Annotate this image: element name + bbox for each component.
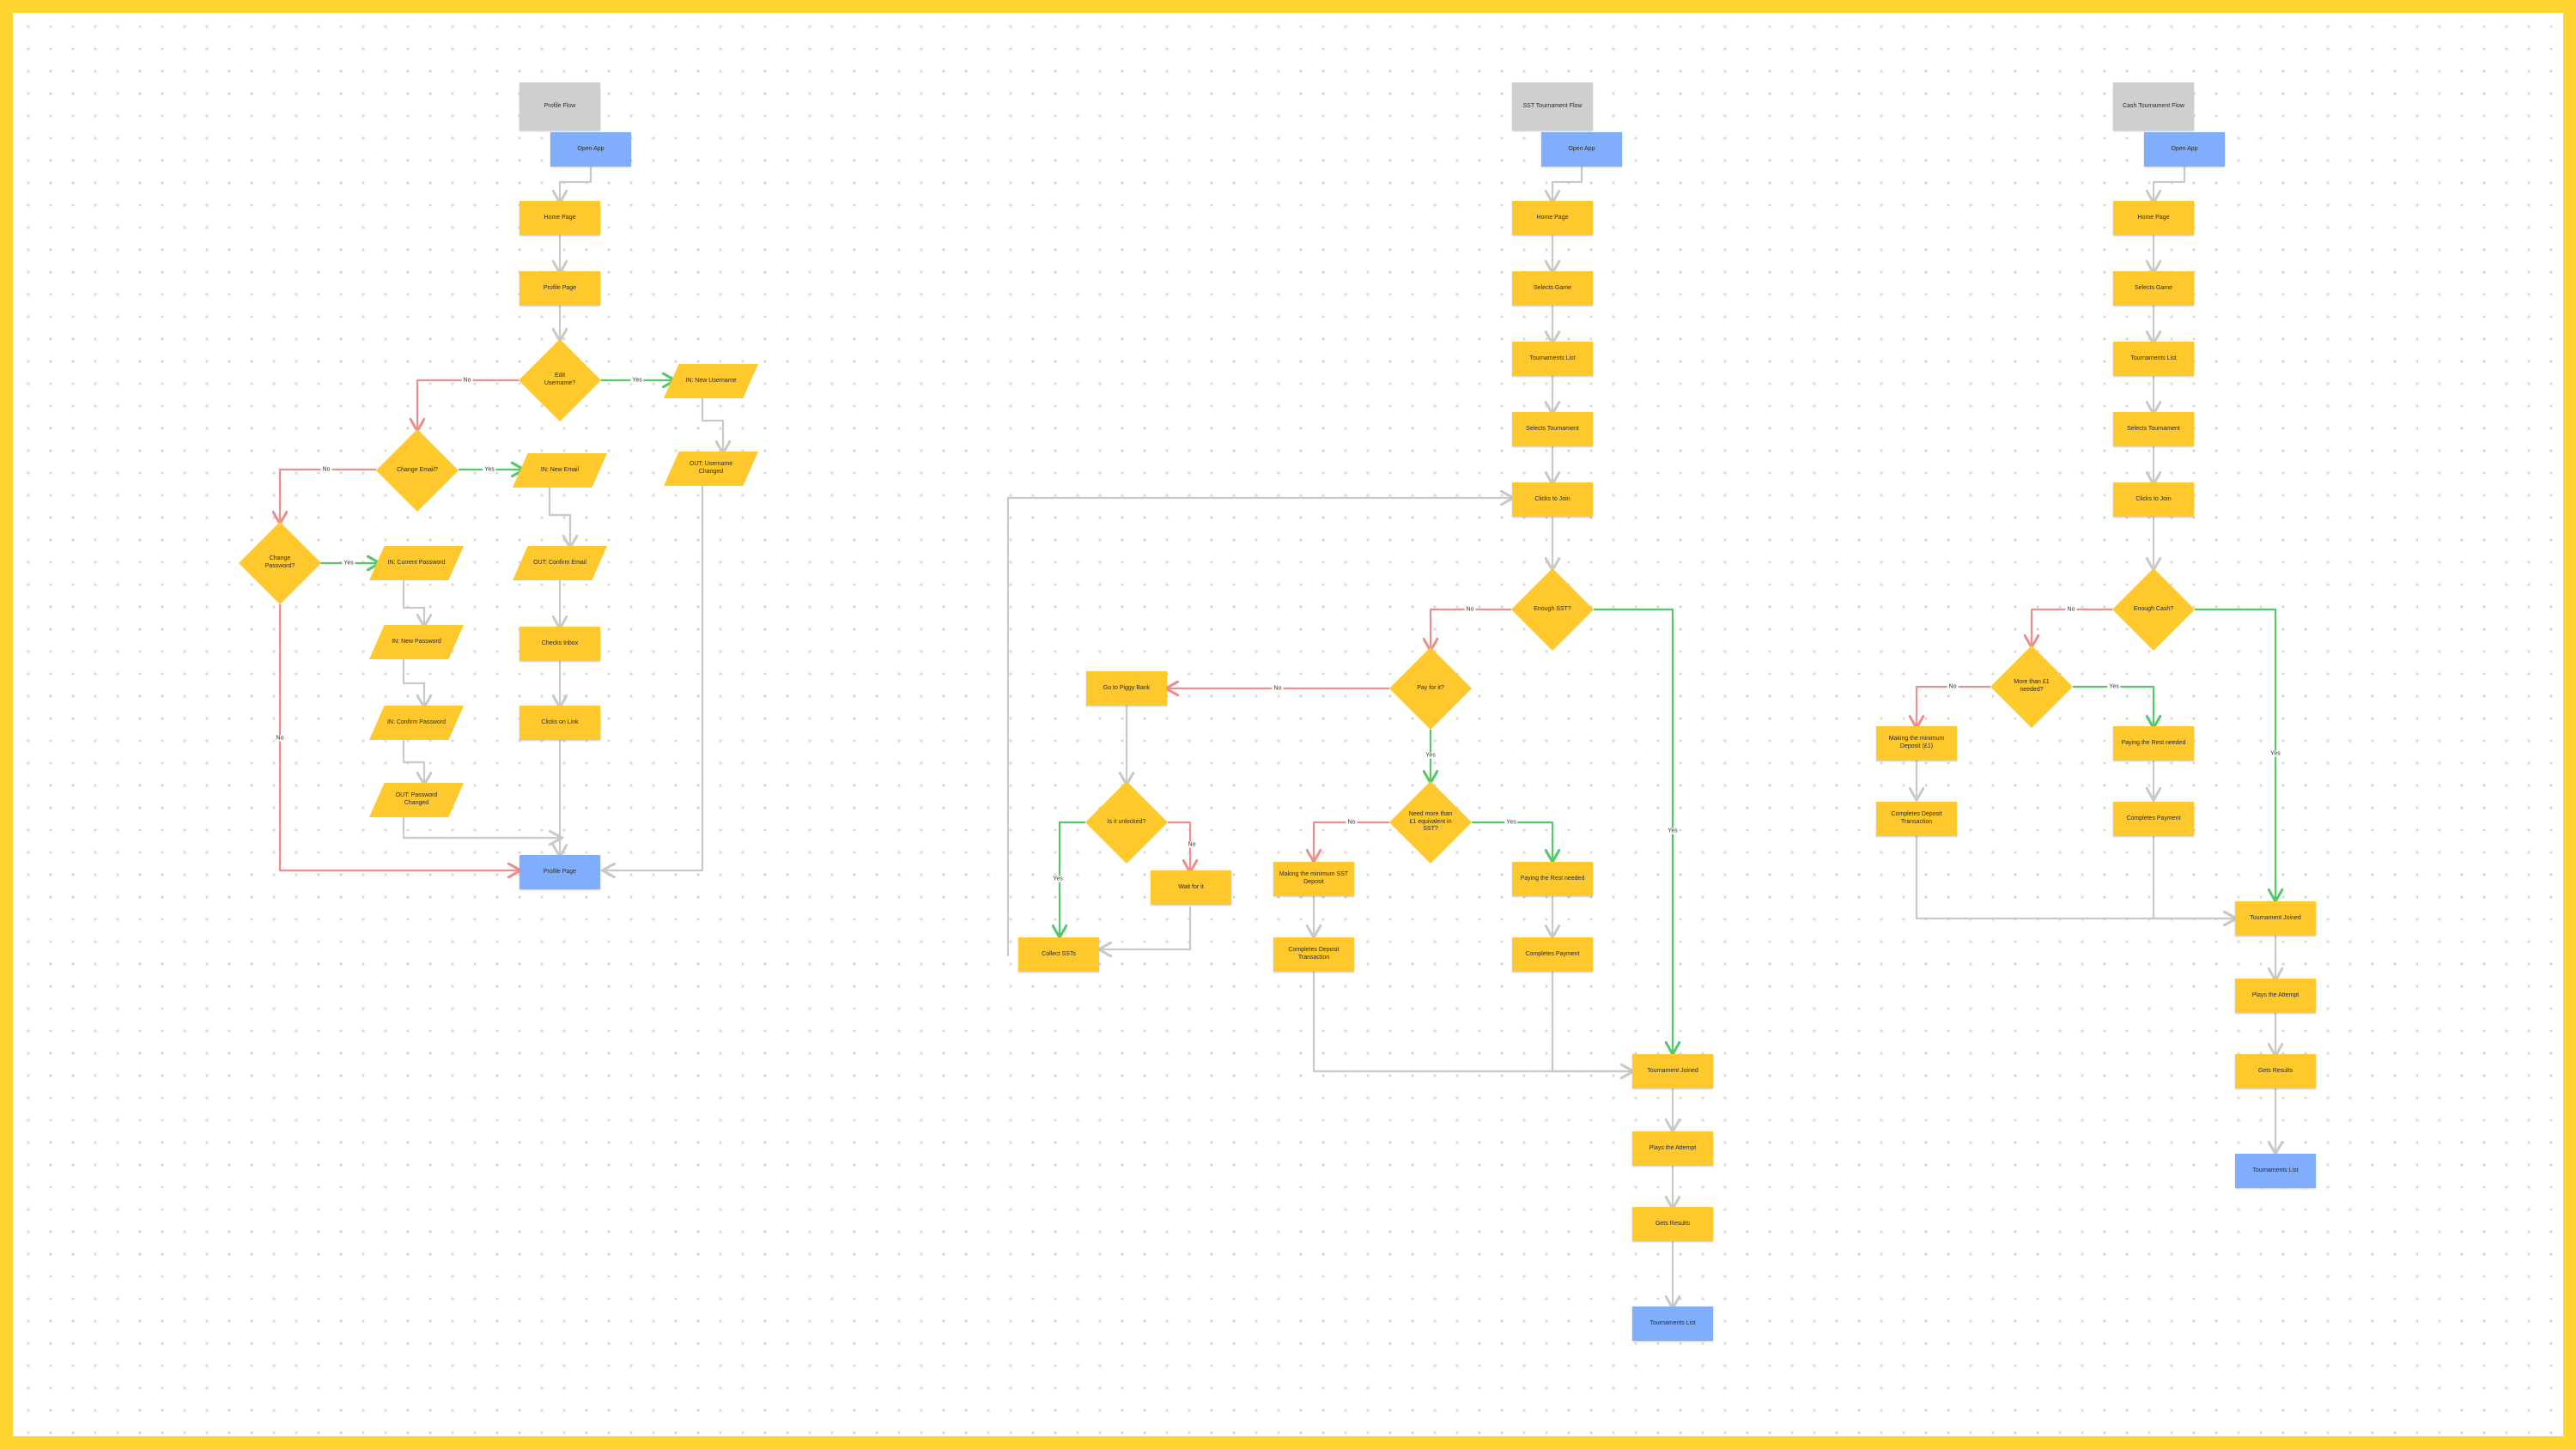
- sst-plays-attempt[interactable]: Plays the Attempt: [1632, 1131, 1713, 1166]
- cash-open-app[interactable]: Open App: [2144, 132, 2225, 167]
- edge: [1101, 906, 1192, 949]
- edge-no: [1314, 821, 1389, 860]
- sst-paying-rest[interactable]: Paying the Rest needed: [1512, 862, 1593, 896]
- label-no: No: [1186, 841, 1198, 848]
- edge: [402, 740, 424, 783]
- sst-go-to-piggy-bank[interactable]: Go to Piggy Bank: [1086, 671, 1167, 706]
- profile-page-end[interactable]: Profile Page: [519, 855, 600, 889]
- label-yes: Yes: [630, 377, 644, 384]
- sst-making-min-deposit[interactable]: Making the minimum SST Deposit: [1273, 862, 1354, 896]
- edge: [605, 486, 704, 870]
- sst-flow-title: SST Tournament Flow: [1512, 82, 1593, 130]
- sst-completes-payment[interactable]: Completes Payment: [1512, 937, 1593, 972]
- cash-selects-game[interactable]: Selects Game: [2113, 271, 2194, 306]
- profile-out-password-changed[interactable]: OUT: Password Changed: [369, 783, 464, 817]
- edge: [1552, 163, 1583, 201]
- edge: [402, 817, 560, 838]
- profile-in-current-password[interactable]: IN: Current Password: [369, 546, 464, 580]
- cash-gets-results[interactable]: Gets Results: [2235, 1054, 2316, 1088]
- label-yes: Yes: [2107, 683, 2121, 690]
- label-yes: Yes: [2269, 750, 2282, 757]
- label-yes: Yes: [342, 560, 355, 567]
- edge-yes: [2073, 685, 2154, 726]
- edge-yes: [1060, 821, 1085, 936]
- edge-no: [417, 379, 519, 429]
- sst-tournament-joined[interactable]: Tournament Joined: [1632, 1054, 1713, 1088]
- edge-yes: [1472, 821, 1552, 860]
- whiteboard-canvas: [13, 13, 2563, 1436]
- label-no: No: [1272, 685, 1284, 692]
- sst-tournaments-list-end[interactable]: Tournaments List: [1632, 1307, 1713, 1341]
- cash-tournaments-list[interactable]: Tournaments List: [2113, 342, 2194, 376]
- label-no: No: [320, 466, 332, 473]
- sst-selects-game[interactable]: Selects Game: [1512, 271, 1593, 306]
- profile-profile-page[interactable]: Profile Page: [519, 271, 600, 306]
- edge-no: [1168, 821, 1190, 870]
- edge-no: [1917, 685, 1990, 726]
- profile-in-new-email[interactable]: IN: New Email: [513, 453, 607, 488]
- edge-yes: [1594, 608, 1673, 1052]
- sst-clicks-to-join[interactable]: Clicks to Join: [1512, 482, 1593, 517]
- sst-wait-for-it[interactable]: Wait for it: [1151, 870, 1231, 905]
- label-no: No: [1947, 683, 1959, 690]
- profile-clicks-on-link[interactable]: Clicks on Link: [519, 706, 600, 740]
- label-yes: Yes: [483, 466, 496, 473]
- cash-flow-title: Cash Tournament Flow: [2113, 82, 2194, 130]
- edge: [1006, 498, 1511, 956]
- label-yes: Yes: [1424, 752, 1437, 759]
- label-no: No: [1464, 606, 1476, 613]
- label-no: No: [2065, 606, 2077, 613]
- edge: [560, 163, 592, 201]
- edge: [402, 659, 424, 706]
- profile-open-app[interactable]: Open App: [550, 132, 631, 167]
- sst-collect-ssts[interactable]: Collect SSTs: [1018, 937, 1099, 972]
- sst-completes-deposit[interactable]: Completes Deposit Transaction: [1273, 937, 1354, 972]
- profile-home-page[interactable]: Home Page: [519, 201, 600, 235]
- profile-in-new-username[interactable]: IN: New Username: [664, 364, 758, 398]
- cash-completes-payment[interactable]: Completes Payment: [2113, 802, 2194, 836]
- edge: [1312, 970, 1631, 1071]
- label-yes: Yes: [1504, 819, 1518, 826]
- label-yes: Yes: [1666, 828, 1680, 834]
- sst-tournaments-list[interactable]: Tournaments List: [1512, 342, 1593, 376]
- profile-in-new-password[interactable]: IN: New Password: [369, 625, 464, 659]
- edge: [548, 488, 570, 546]
- profile-out-confirm-email[interactable]: OUT: Confirm Email: [513, 546, 607, 580]
- cash-home-page[interactable]: Home Page: [2113, 201, 2194, 235]
- edge: [701, 398, 723, 452]
- cash-selects-tournament[interactable]: Selects Tournament: [2113, 412, 2194, 446]
- cash-tournament-joined[interactable]: Tournament Joined: [2235, 901, 2316, 936]
- label-no: No: [274, 735, 286, 742]
- cash-paying-rest[interactable]: Paying the Rest needed: [2113, 726, 2194, 761]
- edge: [2152, 836, 2234, 919]
- edge-no: [280, 468, 376, 522]
- profile-flow-title: Profile Flow: [519, 82, 600, 130]
- cash-completes-deposit[interactable]: Completes Deposit Transaction: [1876, 802, 1957, 836]
- cash-plays-attempt[interactable]: Plays the Attempt: [2235, 979, 2316, 1013]
- label-yes: Yes: [1051, 876, 1065, 882]
- profile-in-confirm-password[interactable]: IN: Confirm Password: [369, 706, 464, 740]
- sst-open-app[interactable]: Open App: [1541, 132, 1622, 167]
- label-no: No: [1346, 819, 1358, 826]
- edge: [1551, 970, 1631, 1071]
- cash-clicks-to-join[interactable]: Clicks to Join: [2113, 482, 2194, 517]
- sst-gets-results[interactable]: Gets Results: [1632, 1207, 1713, 1241]
- edge: [402, 580, 424, 625]
- cash-making-min-deposit[interactable]: Making the minimum Deposit (£1): [1876, 726, 1957, 761]
- edge-no: [278, 604, 519, 870]
- edge-no: [1431, 608, 1511, 649]
- edge-yes: [2195, 608, 2275, 900]
- profile-out-username-changed[interactable]: OUT: Username Changed: [664, 452, 758, 486]
- sst-selects-tournament[interactable]: Selects Tournament: [1512, 412, 1593, 446]
- profile-checks-inbox[interactable]: Checks Inbox: [519, 627, 600, 661]
- cash-tournaments-list-end[interactable]: Tournaments List: [2235, 1154, 2316, 1188]
- sst-home-page[interactable]: Home Page: [1512, 201, 1593, 235]
- edge: [2154, 163, 2186, 201]
- edge: [1915, 836, 2234, 919]
- label-no: No: [461, 377, 473, 384]
- edge-no: [2032, 608, 2112, 646]
